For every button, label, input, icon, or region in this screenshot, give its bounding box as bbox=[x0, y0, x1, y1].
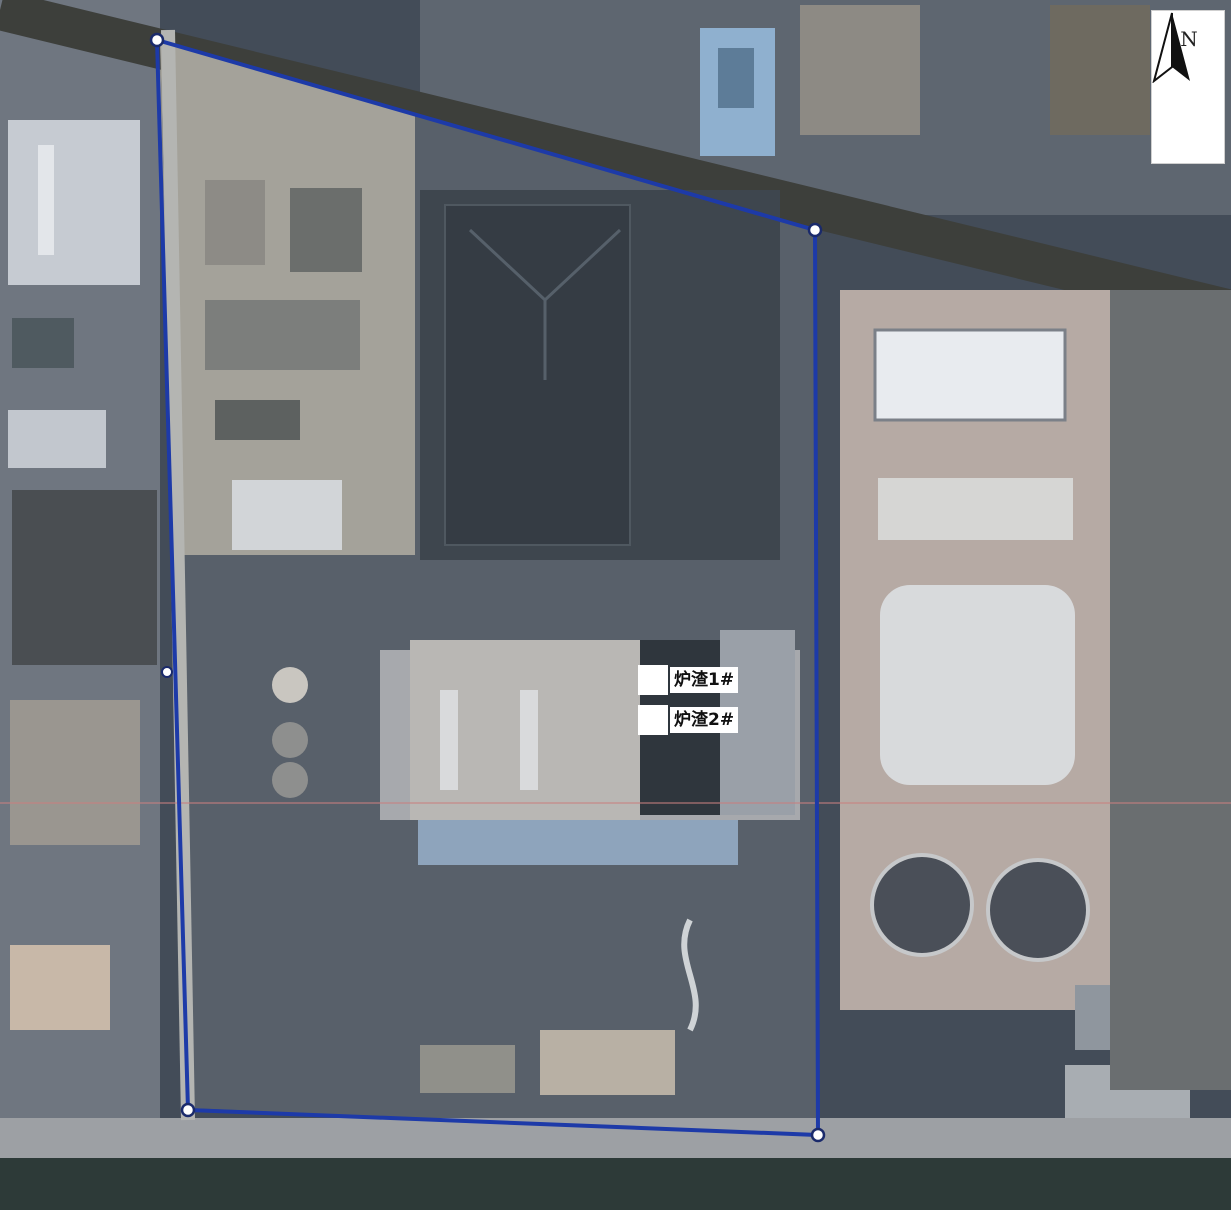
north-arrow-icon bbox=[1152, 12, 1190, 83]
label-text: 炉渣1# bbox=[670, 667, 739, 693]
boundary-vertex-w-mid[interactable] bbox=[161, 666, 173, 678]
treatment-basin bbox=[880, 585, 1075, 785]
office-building-south bbox=[540, 1030, 675, 1095]
white-shed-roof bbox=[232, 480, 342, 550]
building-yard-3 bbox=[205, 300, 360, 370]
building-south-2 bbox=[420, 1045, 515, 1093]
south-road bbox=[0, 1118, 1231, 1158]
treatment-tanks-2 bbox=[878, 478, 1073, 540]
plant-yard-north bbox=[160, 42, 415, 555]
warehouse-roof-vent bbox=[38, 145, 54, 255]
label-text: 炉渣2# bbox=[670, 707, 739, 733]
label-swatch bbox=[638, 665, 668, 695]
treatment-tanks-1 bbox=[873, 328, 1067, 422]
building-west-2 bbox=[8, 410, 106, 468]
north-letter: N bbox=[1180, 27, 1198, 51]
south-tree-belt bbox=[0, 1158, 1231, 1210]
boundary-vertex-ne[interactable] bbox=[807, 222, 823, 238]
plant-glass-hall bbox=[418, 820, 738, 865]
lot-north-1 bbox=[800, 5, 920, 135]
building-west-3 bbox=[10, 945, 110, 1030]
north-compass: N bbox=[1151, 10, 1225, 164]
slag-sample-label-1[interactable]: 炉渣1# bbox=[638, 665, 739, 695]
coal-yard-lines bbox=[468, 228, 622, 380]
clarifier-2 bbox=[986, 858, 1090, 962]
coal-yard-grid bbox=[444, 204, 631, 546]
building-west-1 bbox=[12, 318, 74, 368]
east-district bbox=[1110, 290, 1231, 1090]
slag-sample-label-2[interactable]: 炉渣2# bbox=[638, 705, 739, 735]
clarifier-1 bbox=[870, 853, 974, 957]
warehouse-northwest bbox=[8, 120, 140, 285]
lot-north-2 bbox=[1050, 5, 1150, 135]
substation-west bbox=[10, 700, 140, 845]
building-yard-2 bbox=[290, 188, 362, 272]
cooling-tower-2 bbox=[272, 722, 308, 758]
label-swatch bbox=[638, 705, 668, 735]
boundary-vertex-sw[interactable] bbox=[180, 1102, 196, 1118]
plant-roof-vent-1 bbox=[440, 690, 458, 790]
blue-building-pool bbox=[718, 48, 754, 108]
boundary-vertex-nw[interactable] bbox=[149, 32, 165, 48]
cooling-tower-3 bbox=[272, 762, 308, 798]
plant-roof-vent-2 bbox=[520, 690, 538, 790]
boundary-vertex-se[interactable] bbox=[810, 1127, 826, 1143]
cooling-tower-1 bbox=[272, 667, 308, 703]
field-west bbox=[12, 490, 157, 665]
building-yard-4 bbox=[215, 400, 300, 440]
garden-path bbox=[681, 918, 699, 1032]
building-yard-1 bbox=[205, 180, 265, 265]
